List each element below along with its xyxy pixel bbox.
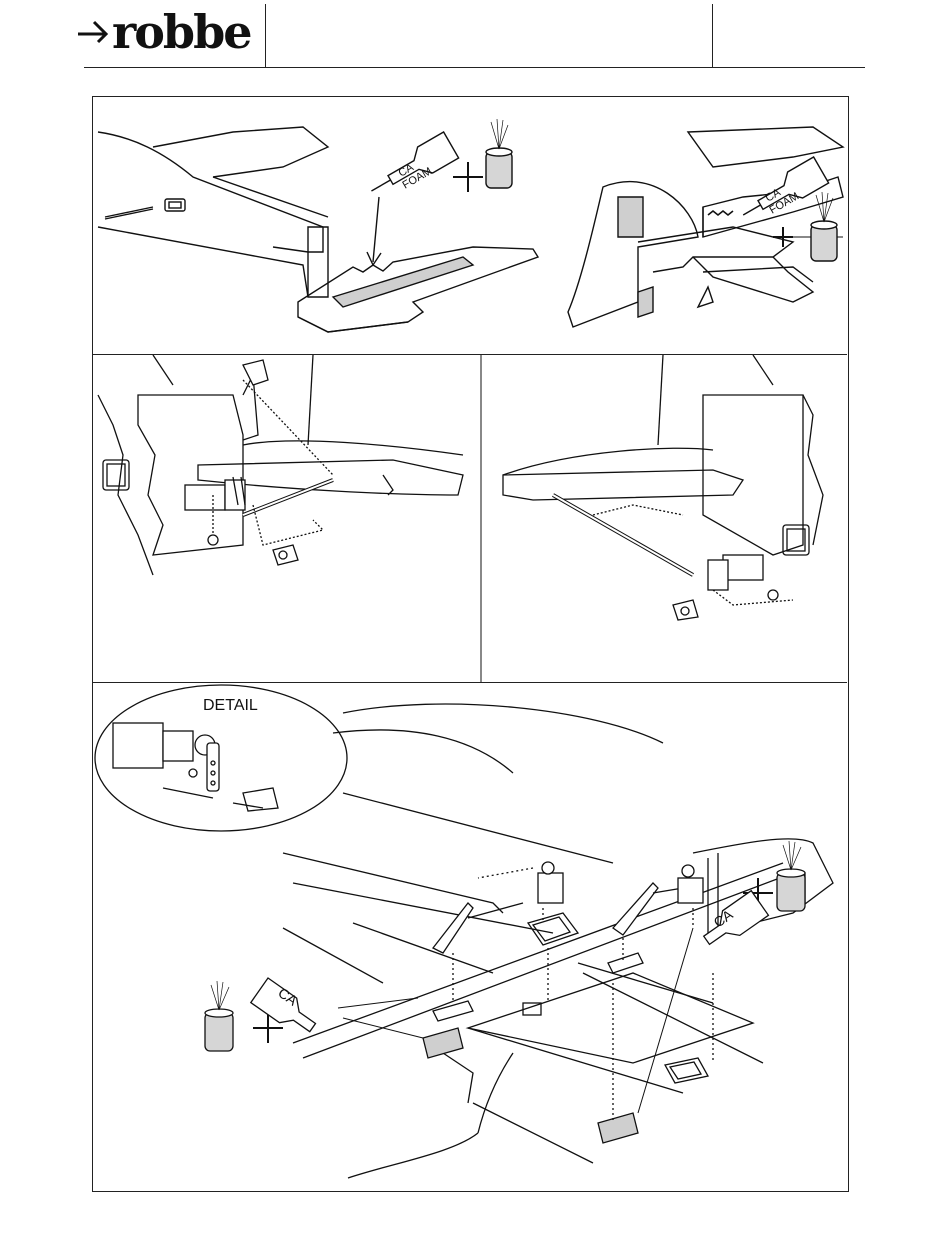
- panel-stabilizer-glue: CA FOAM CA FOAM: [93, 97, 847, 355]
- header-divider-left: [265, 4, 266, 67]
- brand-name: robbe: [112, 9, 251, 55]
- header-rule: [84, 67, 865, 68]
- servo-illustration: [93, 355, 847, 682]
- wing-illustration: DETAIL CA CA: [93, 683, 847, 1191]
- header-divider-right: [712, 4, 713, 67]
- panel-control-horns: DETAIL CA CA: [93, 683, 847, 1191]
- instruction-frame: CA FOAM CA FOAM: [92, 96, 849, 1192]
- stabilizer-illustration: CA FOAM CA FOAM: [93, 97, 847, 354]
- detail-label: DETAIL: [203, 697, 258, 714]
- brand-logo: robbe: [76, 6, 260, 58]
- panel-servo-install: [93, 355, 847, 683]
- arrow-logo-icon: [76, 12, 110, 52]
- page-header: robbe: [0, 0, 950, 70]
